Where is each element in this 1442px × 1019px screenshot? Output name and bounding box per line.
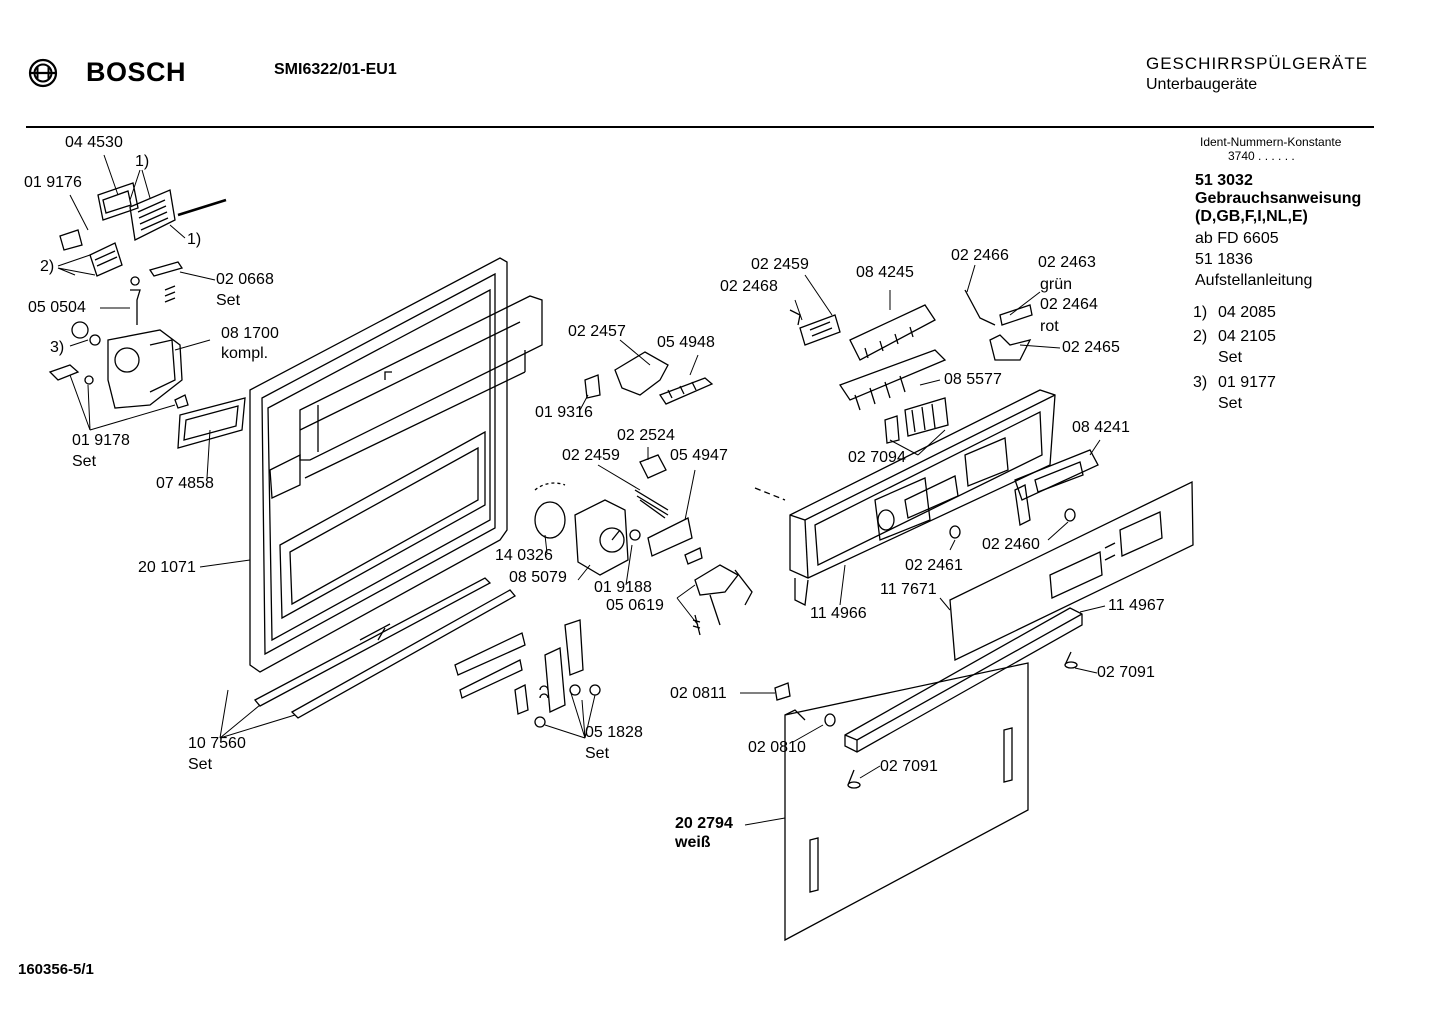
bottom-rails xyxy=(255,578,515,718)
control-components xyxy=(535,352,785,635)
ident-label: Ident-Nummern-Konstante xyxy=(1200,135,1342,149)
setup-number: 51 1836 xyxy=(1195,251,1253,268)
front-panel xyxy=(950,482,1193,660)
part-label: 08 4245 xyxy=(856,264,914,281)
part-label: 02 2460 xyxy=(982,536,1040,553)
part-label: grün xyxy=(1040,276,1073,293)
part-label: 02 2466 xyxy=(951,247,1009,264)
inner-door-frame xyxy=(250,258,542,672)
part-label: Set xyxy=(216,292,241,309)
hinge-parts xyxy=(455,620,600,727)
part-label: 02 2463 xyxy=(1038,254,1096,271)
setup-title: Aufstellanleitung xyxy=(1195,272,1313,289)
part-label: 10 7560 xyxy=(188,735,246,752)
part-label: 02 2459 xyxy=(751,256,809,273)
note-marker: 3) xyxy=(1193,374,1208,391)
part-label: 01 9176 xyxy=(24,174,82,191)
note-number: 01 9177 xyxy=(1218,374,1276,391)
part-label: 05 4947 xyxy=(670,447,728,464)
part-label: 02 2524 xyxy=(617,427,675,444)
ident-value: 3740 . . . . . . xyxy=(1228,149,1295,163)
part-label: Set xyxy=(72,453,97,470)
appliance-subcategory: Unterbaugeräte xyxy=(1146,76,1258,93)
part-label: 02 0811 xyxy=(670,685,727,702)
part-label: 08 1700 xyxy=(221,325,279,342)
lock-components xyxy=(50,183,245,448)
leader-lines xyxy=(58,155,1105,825)
part-label: 05 1828 xyxy=(585,724,643,741)
part-label: 02 7091 xyxy=(1097,664,1155,681)
part-label: Set xyxy=(188,756,213,773)
note-number: 04 2105 xyxy=(1218,328,1276,345)
model-number: SMI6322/01-EU1 xyxy=(274,61,397,78)
part-label: 02 2457 xyxy=(568,323,626,340)
part-label: 11 4966 xyxy=(810,605,867,622)
bosch-logo-icon xyxy=(28,58,58,93)
part-label: 01 9316 xyxy=(535,404,593,421)
drawing-code: 160356-5/1 xyxy=(18,961,94,978)
part-label: 3) xyxy=(50,339,65,356)
part-label: 14 0326 xyxy=(495,547,553,564)
note-marker: 1) xyxy=(1193,304,1208,321)
part-label: 20 2794 xyxy=(675,815,733,832)
part-label: 05 4948 xyxy=(657,334,715,351)
part-label: 20 1071 xyxy=(138,559,196,576)
part-label: 08 5577 xyxy=(944,371,1002,388)
part-label: 2) xyxy=(40,258,55,275)
handle-strip xyxy=(845,608,1082,752)
control-panel xyxy=(790,290,1098,605)
part-label: 05 0504 xyxy=(28,299,86,316)
part-label: 11 7671 xyxy=(880,581,937,598)
part-label: 01 9188 xyxy=(594,579,652,596)
brand-name: BOSCH xyxy=(86,57,187,87)
manual-languages: (D,GB,F,I,NL,E) xyxy=(1195,208,1308,225)
appliance-category: GESCHIRRSPÜLGERÄTE xyxy=(1146,54,1369,73)
manual-title: Gebrauchsanweisung xyxy=(1195,190,1362,207)
note-marker: 2) xyxy=(1193,328,1208,345)
part-label: 02 2459 xyxy=(562,447,620,464)
part-label: 02 7091 xyxy=(880,758,938,775)
part-label: 02 2468 xyxy=(720,278,778,295)
part-label: 02 0668 xyxy=(216,271,274,288)
outer-door xyxy=(775,652,1077,940)
part-label: 02 2464 xyxy=(1040,296,1098,313)
manual-from: ab FD 6605 xyxy=(1195,230,1279,247)
part-label: 02 7094 xyxy=(848,449,906,466)
note-number: 04 2085 xyxy=(1218,304,1276,321)
part-label: 08 4241 xyxy=(1072,419,1130,436)
part-label: Set xyxy=(585,745,610,762)
note-extra: Set xyxy=(1218,349,1243,366)
part-label: 05 0619 xyxy=(606,597,664,614)
note-extra: Set xyxy=(1218,395,1243,412)
part-label: weiß xyxy=(675,834,711,851)
part-label: 07 4858 xyxy=(156,475,214,492)
part-label: 02 0810 xyxy=(748,739,806,756)
part-label: 1) xyxy=(135,153,150,170)
part-label: kompl. xyxy=(221,345,269,362)
part-label: 04 4530 xyxy=(65,134,123,151)
part-label: 1) xyxy=(187,231,202,248)
header-divider xyxy=(26,126,1374,128)
part-label: 11 4967 xyxy=(1108,597,1165,614)
part-label: 02 2461 xyxy=(905,557,963,574)
part-label: rot xyxy=(1040,318,1059,335)
manual-number: 51 3032 xyxy=(1195,172,1253,189)
part-label: 02 2465 xyxy=(1062,339,1120,356)
part-label: 08 5079 xyxy=(509,569,567,586)
part-label: 01 9178 xyxy=(72,432,130,449)
